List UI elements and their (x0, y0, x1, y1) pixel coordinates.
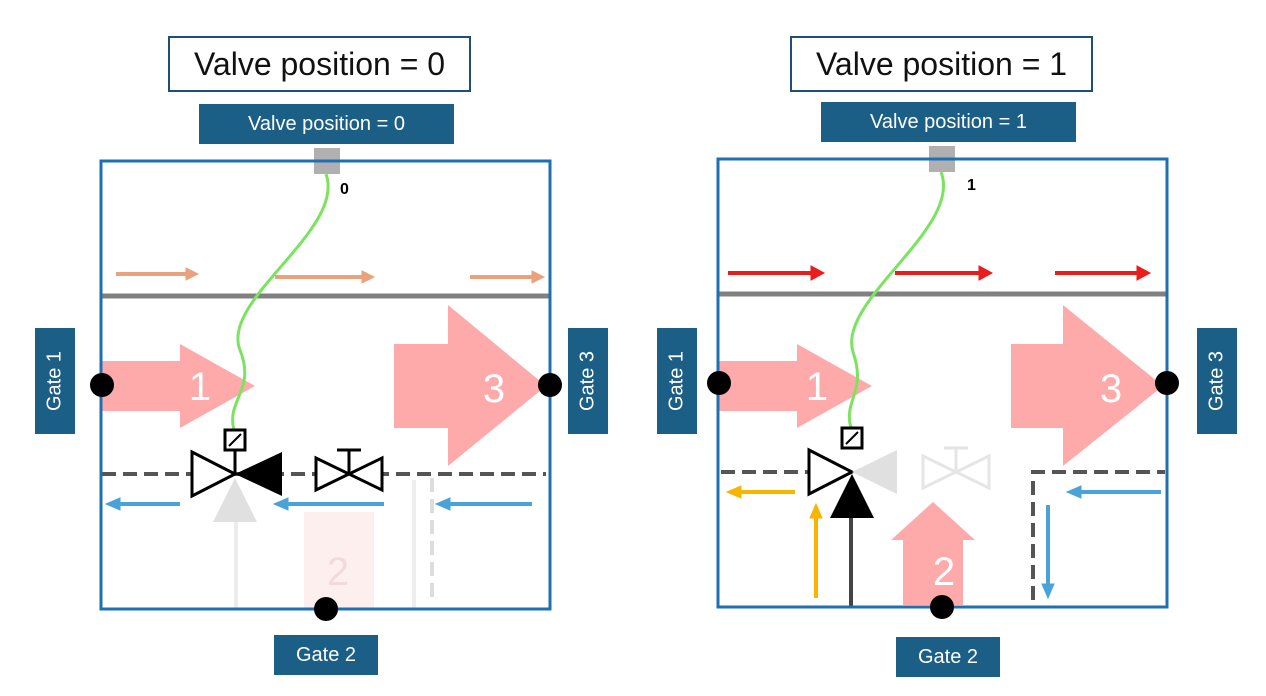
flow-arrows-mixed (725, 485, 823, 598)
gate-2-tag: Gate 2 (896, 637, 1000, 677)
flow-arrow-1-label: 1 (806, 365, 828, 409)
three-way-valve-icon (190, 428, 282, 522)
gate-3-port (1155, 371, 1179, 395)
valve-position-tag: Valve position = 1 (821, 102, 1076, 142)
flow-arrows-cold (1041, 485, 1161, 600)
signal-wire (847, 171, 945, 429)
flow-arrow-3 (394, 305, 546, 466)
three-way-valve-icon (807, 426, 897, 518)
valve-diagram: 1 3 2 0 (90, 148, 562, 621)
valve-position-tag: Valve position = 0 (199, 104, 454, 144)
gate-2-port (314, 597, 338, 621)
flow-arrow-3-label: 3 (1100, 367, 1122, 411)
signal-value: 0 (340, 181, 349, 198)
flow-arrows-top (728, 265, 1152, 281)
manual-valve-icon (921, 446, 991, 491)
flow-arrow-1 (719, 344, 872, 428)
dashed-pipe-right (1031, 470, 1165, 600)
panel-valve-position-1: Valve position = 1 Valve position = 1 Ga… (633, 0, 1266, 696)
flow-arrows-cold (104, 497, 532, 511)
valve-diagram: 1 3 2 1 (707, 146, 1179, 619)
signal-value: 1 (967, 177, 976, 194)
flow-arrow-3-label: 3 (483, 367, 505, 411)
flow-arrow-2-label: 2 (327, 550, 349, 594)
manual-valve-icon (314, 448, 384, 493)
gate-1-port (90, 373, 114, 397)
panel-title: Valve position = 1 (790, 36, 1093, 92)
faded-inlet-arrow-2 (304, 512, 374, 610)
panel-valve-position-0: Valve position = 0 Valve position = 0 Ga… (35, 36, 608, 675)
flow-arrows-top (116, 267, 546, 284)
signal-wire (231, 173, 330, 431)
gate-2-port (930, 595, 954, 619)
flow-arrow-3 (1011, 305, 1163, 466)
gate-1-port (707, 371, 731, 395)
flow-arrow-2 (891, 502, 975, 605)
gate-2-tag: Gate 2 (274, 635, 378, 675)
flow-arrow-2-label: 2 (933, 550, 955, 594)
flow-arrow-1 (102, 344, 255, 428)
gate-3-port (538, 373, 562, 397)
panel-title: Valve position = 0 (168, 36, 471, 92)
flow-arrow-1-label: 1 (189, 365, 211, 409)
